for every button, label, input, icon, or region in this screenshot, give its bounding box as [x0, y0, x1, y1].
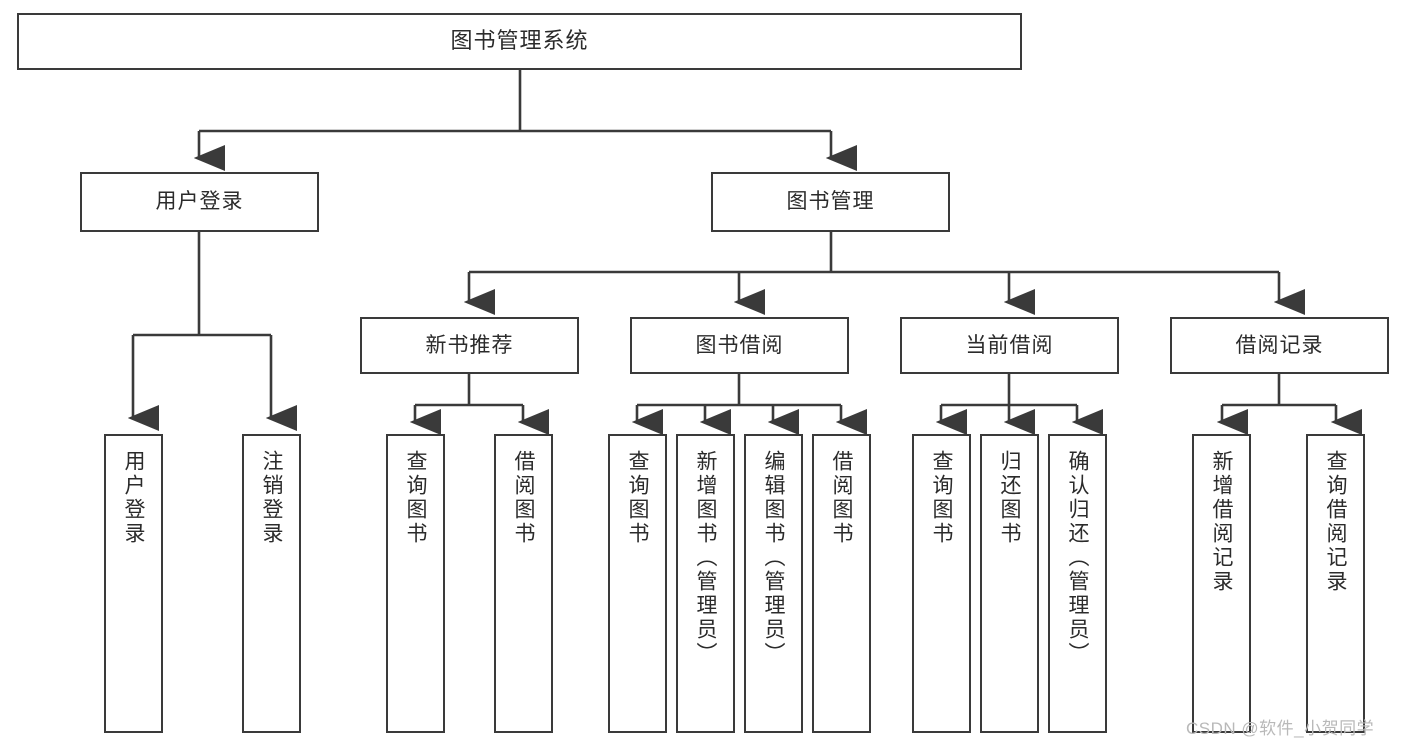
node-label: 借阅图书 — [512, 450, 535, 546]
node-label: 图书借阅 — [695, 333, 784, 357]
csdn-watermark: CSDN @软件_小贺同学 — [1186, 719, 1375, 738]
node-label: 新增图书（管理员） — [694, 450, 717, 666]
node-user-login[interactable]: 用户登录 — [80, 172, 319, 232]
leaf-add-borrow-record[interactable]: 新增借阅记录 — [1192, 434, 1251, 733]
node-label: 用户登录 — [122, 450, 145, 546]
node-current-borrow[interactable]: 当前借阅 — [900, 317, 1119, 374]
node-label: 注销登录 — [260, 450, 283, 546]
node-root-system[interactable]: 图书管理系统 — [17, 13, 1022, 70]
node-label: 用户登录 — [155, 190, 244, 214]
node-label: 当前借阅 — [965, 333, 1054, 357]
node-label: 图书管理系统 — [450, 28, 589, 54]
node-new-book-rec[interactable]: 新书推荐 — [360, 317, 579, 374]
node-label: 新增借阅记录 — [1210, 450, 1233, 594]
leaf-return-book[interactable]: 归还图书 — [980, 434, 1039, 733]
leaf-query-borrow-record[interactable]: 查询借阅记录 — [1306, 434, 1365, 733]
node-label: 确认归还（管理员） — [1066, 450, 1089, 666]
leaf-confirm-return-admin[interactable]: 确认归还（管理员） — [1048, 434, 1107, 733]
node-label: 图书管理 — [786, 190, 875, 214]
node-label: 编辑图书（管理员） — [762, 450, 785, 666]
node-borrow-record[interactable]: 借阅记录 — [1170, 317, 1389, 374]
leaf-query-book-current[interactable]: 查询图书 — [912, 434, 971, 733]
node-label: 查询图书 — [930, 450, 953, 546]
leaf-logout[interactable]: 注销登录 — [242, 434, 301, 733]
node-book-manage[interactable]: 图书管理 — [711, 172, 950, 232]
node-label: 归还图书 — [998, 450, 1021, 546]
node-label: 查询图书 — [404, 450, 427, 546]
leaf-query-book-rec[interactable]: 查询图书 — [386, 434, 445, 733]
node-label: 借阅记录 — [1235, 333, 1324, 357]
node-book-borrow[interactable]: 图书借阅 — [630, 317, 849, 374]
leaf-edit-book-admin[interactable]: 编辑图书（管理员） — [744, 434, 803, 733]
leaf-user-login[interactable]: 用户登录 — [104, 434, 163, 733]
leaf-borrow-book-rec[interactable]: 借阅图书 — [494, 434, 553, 733]
leaf-add-book-admin[interactable]: 新增图书（管理员） — [676, 434, 735, 733]
node-label: 借阅图书 — [830, 450, 853, 546]
node-label: 查询借阅记录 — [1324, 450, 1347, 594]
node-label: 新书推荐 — [425, 333, 514, 357]
node-label: 查询图书 — [626, 450, 649, 546]
leaf-query-book-borrow[interactable]: 查询图书 — [608, 434, 667, 733]
leaf-borrow-book[interactable]: 借阅图书 — [812, 434, 871, 733]
